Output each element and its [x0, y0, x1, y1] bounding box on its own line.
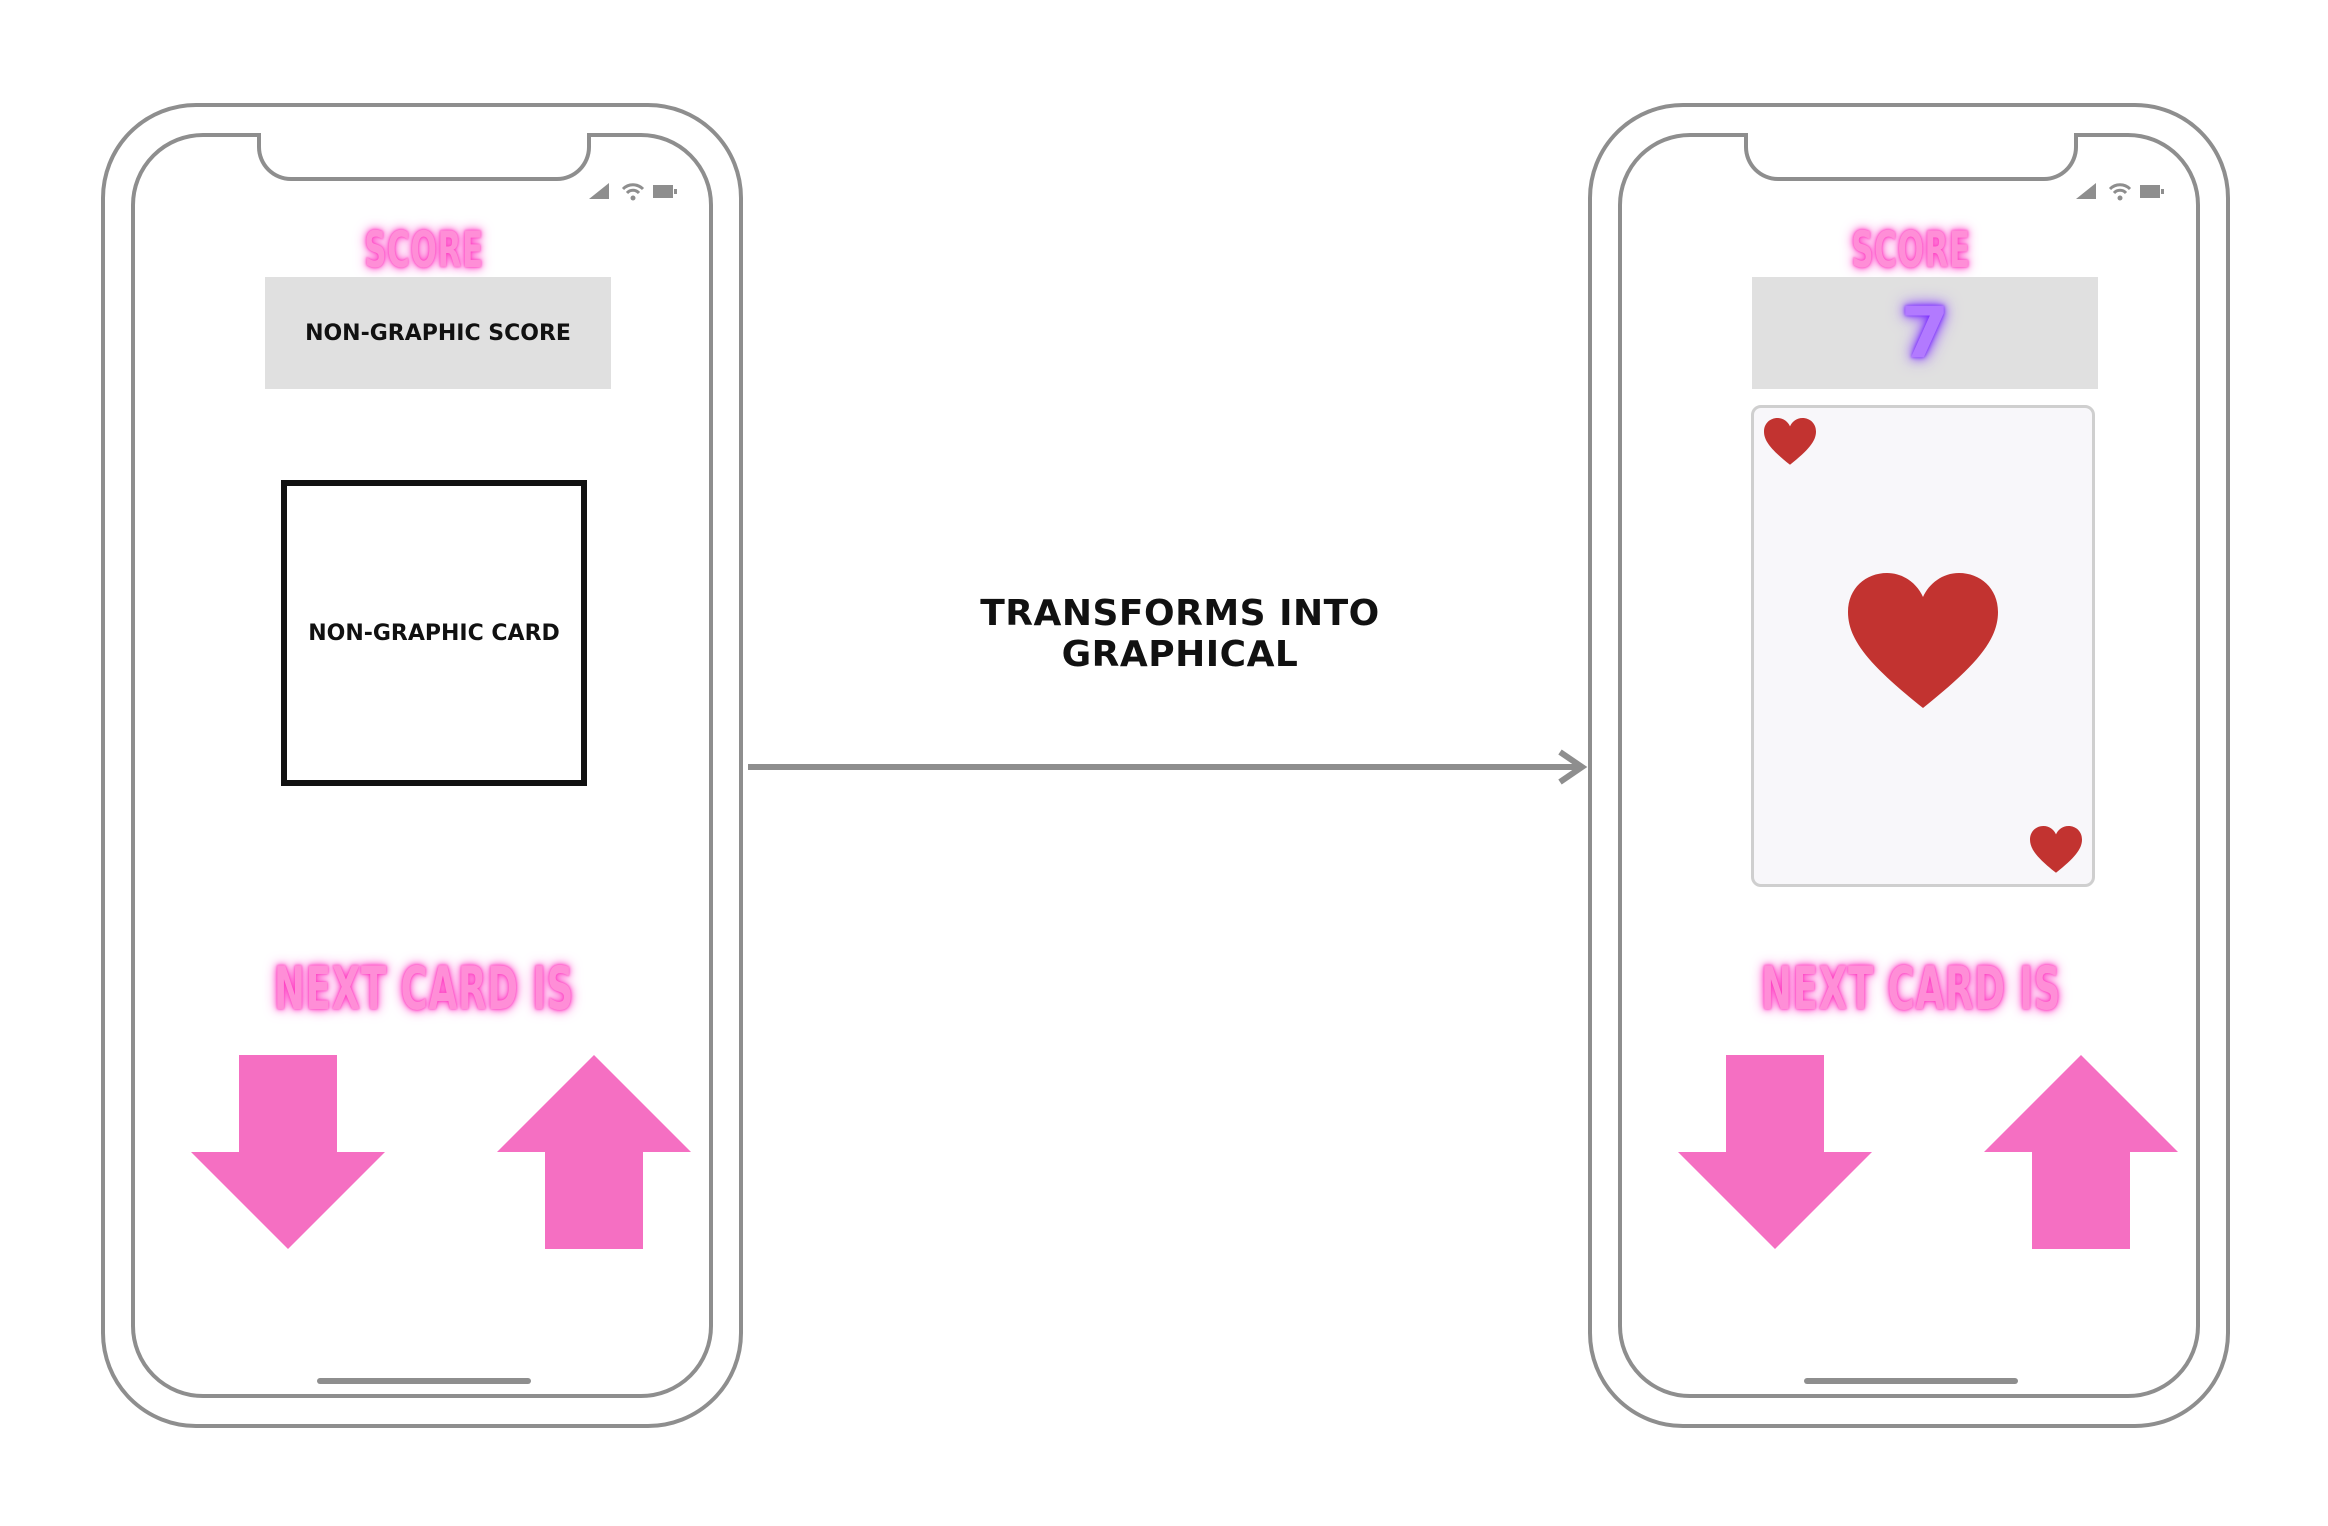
- arrow-up-icon: [1984, 1055, 2178, 1249]
- arrow-down-icon: [1678, 1055, 1872, 1249]
- score-value: 7: [1900, 292, 1950, 374]
- score-box: 7: [1752, 277, 2098, 389]
- score-box: NON-GRAPHIC SCORE: [265, 277, 611, 389]
- transition-label: TRANSFORMS INTO GRAPHICAL: [980, 593, 1380, 675]
- phone-screen-right: SCORE 7 NEXT CARD IS: [1618, 133, 2200, 1398]
- next-card-title: NEXT CARD IS: [1760, 954, 2062, 1024]
- home-indicator: [1804, 1378, 2018, 1384]
- phone-screen-left: SCORE NON-GRAPHIC SCORE NON-GRAPHIC CARD…: [131, 133, 713, 1398]
- heart-icon: [1848, 573, 1998, 708]
- arrow-down-button[interactable]: [1678, 1055, 1872, 1249]
- battery-icon: [2140, 185, 2160, 198]
- heart-icon: [2030, 826, 2082, 873]
- wifi-icon: [2108, 183, 2132, 195]
- phone-notch: [257, 133, 591, 181]
- score-box-label: NON-GRAPHIC SCORE: [305, 320, 571, 346]
- wifi-icon: [621, 183, 645, 195]
- card-label: NON-GRAPHIC CARD: [308, 620, 560, 646]
- arrow-down-icon: [191, 1055, 385, 1249]
- arrow-up-icon: [497, 1055, 691, 1249]
- phone-frame-left: SCORE NON-GRAPHIC SCORE NON-GRAPHIC CARD…: [101, 103, 743, 1428]
- playing-card: [1751, 405, 2095, 887]
- battery-icon: [653, 185, 673, 198]
- phone-frame-right: SCORE 7 NEXT CARD IS: [1588, 103, 2230, 1428]
- card-face: [1764, 418, 2082, 873]
- status-bar-icons: [589, 183, 677, 201]
- home-indicator: [317, 1378, 531, 1384]
- arrow-up-button[interactable]: [497, 1055, 691, 1249]
- arrow-down-button[interactable]: [191, 1055, 385, 1249]
- score-title: SCORE: [364, 221, 484, 279]
- heart-icon: [1764, 418, 1816, 465]
- non-graphic-card: NON-GRAPHIC CARD: [281, 480, 587, 786]
- score-title: SCORE: [1851, 221, 1971, 279]
- signal-icon: [589, 183, 609, 199]
- status-bar-icons: [2076, 183, 2164, 201]
- phone-notch: [1744, 133, 2078, 181]
- arrow-up-button[interactable]: [1984, 1055, 2178, 1249]
- right-arrow-icon: [748, 749, 1588, 785]
- signal-icon: [2076, 183, 2096, 199]
- next-card-title: NEXT CARD IS: [273, 954, 575, 1024]
